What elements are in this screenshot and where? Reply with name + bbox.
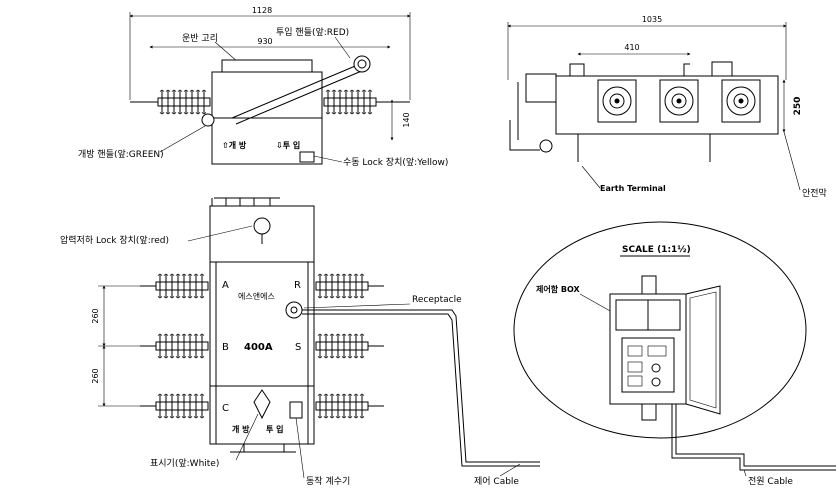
front-dim-1: 260 — [91, 308, 100, 323]
safety-shield-label: 안전막 — [802, 188, 827, 199]
receptacle — [285, 301, 303, 319]
open-handle-knob — [201, 113, 215, 127]
operation-counter — [289, 401, 303, 419]
front-view: 압력저하 Lock 장치(앞:red) A R 에스앤에스 B 400A S C… — [60, 197, 540, 487]
close-mark: ⇩투 입 — [276, 140, 300, 150]
indicator-label: 표시기(앞:White) — [150, 457, 219, 469]
counter-label: 동작 계수기 — [306, 475, 350, 487]
power-cable-label: 전원 Cable — [748, 476, 793, 487]
bushing-end-1 — [597, 79, 637, 123]
front-dim-2: 260 — [91, 368, 100, 383]
close-handle-knob — [353, 55, 371, 73]
phase-b: B — [222, 342, 229, 353]
pressure-lock-knob — [253, 217, 271, 235]
nameplate: 에스앤에스 — [238, 291, 275, 301]
side-dim-overall: 1035 — [642, 15, 662, 24]
bushing-end-2 — [659, 79, 699, 123]
bushing-end-3 — [721, 79, 761, 123]
control-box-detail: SCALE (1:1½) 제어함 BOX 전원 Cable — [513, 221, 836, 487]
phase-a: A — [222, 280, 229, 291]
close-text: 투 입 — [266, 424, 284, 434]
top-dim-height: 140 — [402, 112, 411, 127]
top-dim-overall: 1128 — [252, 6, 272, 15]
side-dim-height: 250 — [793, 97, 803, 116]
top-dim-inner: 930 — [257, 37, 272, 46]
open-text: 개 방 — [232, 424, 250, 434]
control-box-label: 제어함 BOX — [536, 284, 580, 294]
indicator-symbol — [253, 389, 271, 420]
phase-c: C — [222, 403, 229, 414]
control-cable — [302, 309, 540, 463]
receptacle-label: Receptacle — [412, 295, 462, 305]
top-view: 1128 930 운반 고리 투입 핸들(앞:RED) 개방 핸들(앞:GREE… — [78, 6, 448, 168]
close-handle-label: 투입 핸들(앞:RED) — [276, 26, 349, 38]
detail-ellipse — [513, 221, 807, 439]
side-dim-inner: 410 — [624, 43, 639, 52]
control-cable-label: 제어 Cable — [474, 476, 519, 487]
power-cable — [671, 404, 836, 471]
cabinet-door — [685, 285, 721, 415]
manual-lock-label: 수동 Lock 장치(앞:Yellow) — [343, 156, 448, 168]
rating: 400A — [244, 342, 273, 353]
pressure-lock-label: 압력저하 Lock 장치(앞:red) — [60, 234, 169, 246]
top-cover — [221, 59, 313, 73]
phase-r: R — [294, 280, 301, 291]
scale-label: SCALE (1:1½) — [622, 244, 691, 255]
open-handle-label: 개방 핸들(앞:GREEN) — [78, 148, 164, 160]
side-view: 1035 410 Earth Terminal 250 — [507, 15, 827, 199]
phase-s: S — [295, 342, 301, 353]
open-mark: ⇧개 방 — [222, 140, 247, 150]
earth-terminal-label: Earth Terminal — [600, 184, 666, 193]
carry-handle-label: 운반 고리 — [182, 33, 218, 44]
